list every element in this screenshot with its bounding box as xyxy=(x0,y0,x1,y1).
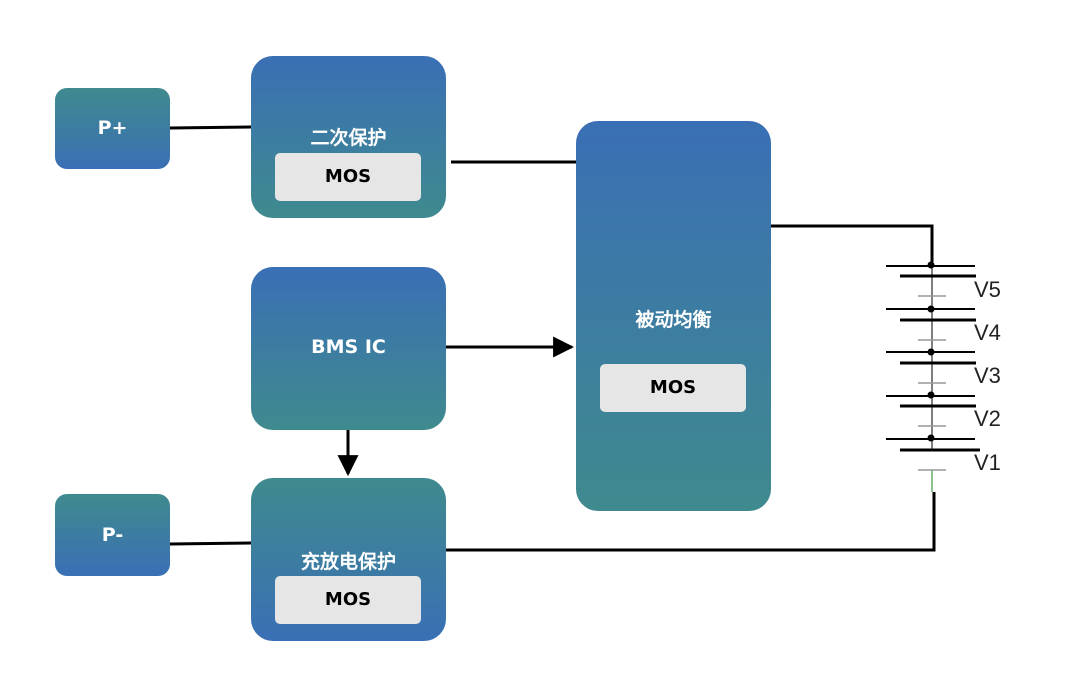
cell-v5 xyxy=(886,265,976,297)
cell-label-v4: V4 xyxy=(974,320,1001,345)
secondary-protection-mos: MOS xyxy=(275,153,421,201)
wire-charge-to-battery xyxy=(446,492,936,552)
cell-label-v1: V1 xyxy=(974,450,1001,475)
cell-label-v3: V3 xyxy=(974,363,1001,388)
p-plus-label: P+ xyxy=(97,117,128,139)
p-plus-terminal: P+ xyxy=(55,88,170,169)
charge-discharge-protection-block: 充放电保护 MOS xyxy=(251,478,446,641)
passive-balancing-label: 被动均衡 xyxy=(635,309,712,331)
passive-balancing-block: 被动均衡 MOS xyxy=(576,121,771,511)
cell-v2 xyxy=(886,395,976,427)
cell-v4 xyxy=(886,308,976,341)
wire-balance-to-battery xyxy=(771,224,934,262)
cell-label-v5: V5 xyxy=(974,277,1001,302)
secondary-protection-block: 二次保护 MOS xyxy=(251,56,446,218)
battery-stack xyxy=(886,261,980,492)
bms-ic-block: BMS IC xyxy=(251,267,446,430)
cell-v1 xyxy=(886,438,980,471)
cell-v3 xyxy=(886,351,976,384)
bms-ic-label: BMS IC xyxy=(311,336,386,358)
passive-balancing-mos: MOS xyxy=(600,364,746,412)
charge-discharge-protection-label: 充放电保护 xyxy=(300,551,396,573)
wire-pminus-to-charge xyxy=(169,541,252,546)
p-minus-terminal: P- xyxy=(55,494,170,576)
p-minus-label: P- xyxy=(101,524,124,546)
wire-pplus-to-secondary xyxy=(169,125,252,130)
charge-discharge-protection-mos: MOS xyxy=(275,576,421,624)
cell-label-v2: V2 xyxy=(974,406,1001,431)
secondary-protection-label: 二次保护 xyxy=(310,127,387,149)
